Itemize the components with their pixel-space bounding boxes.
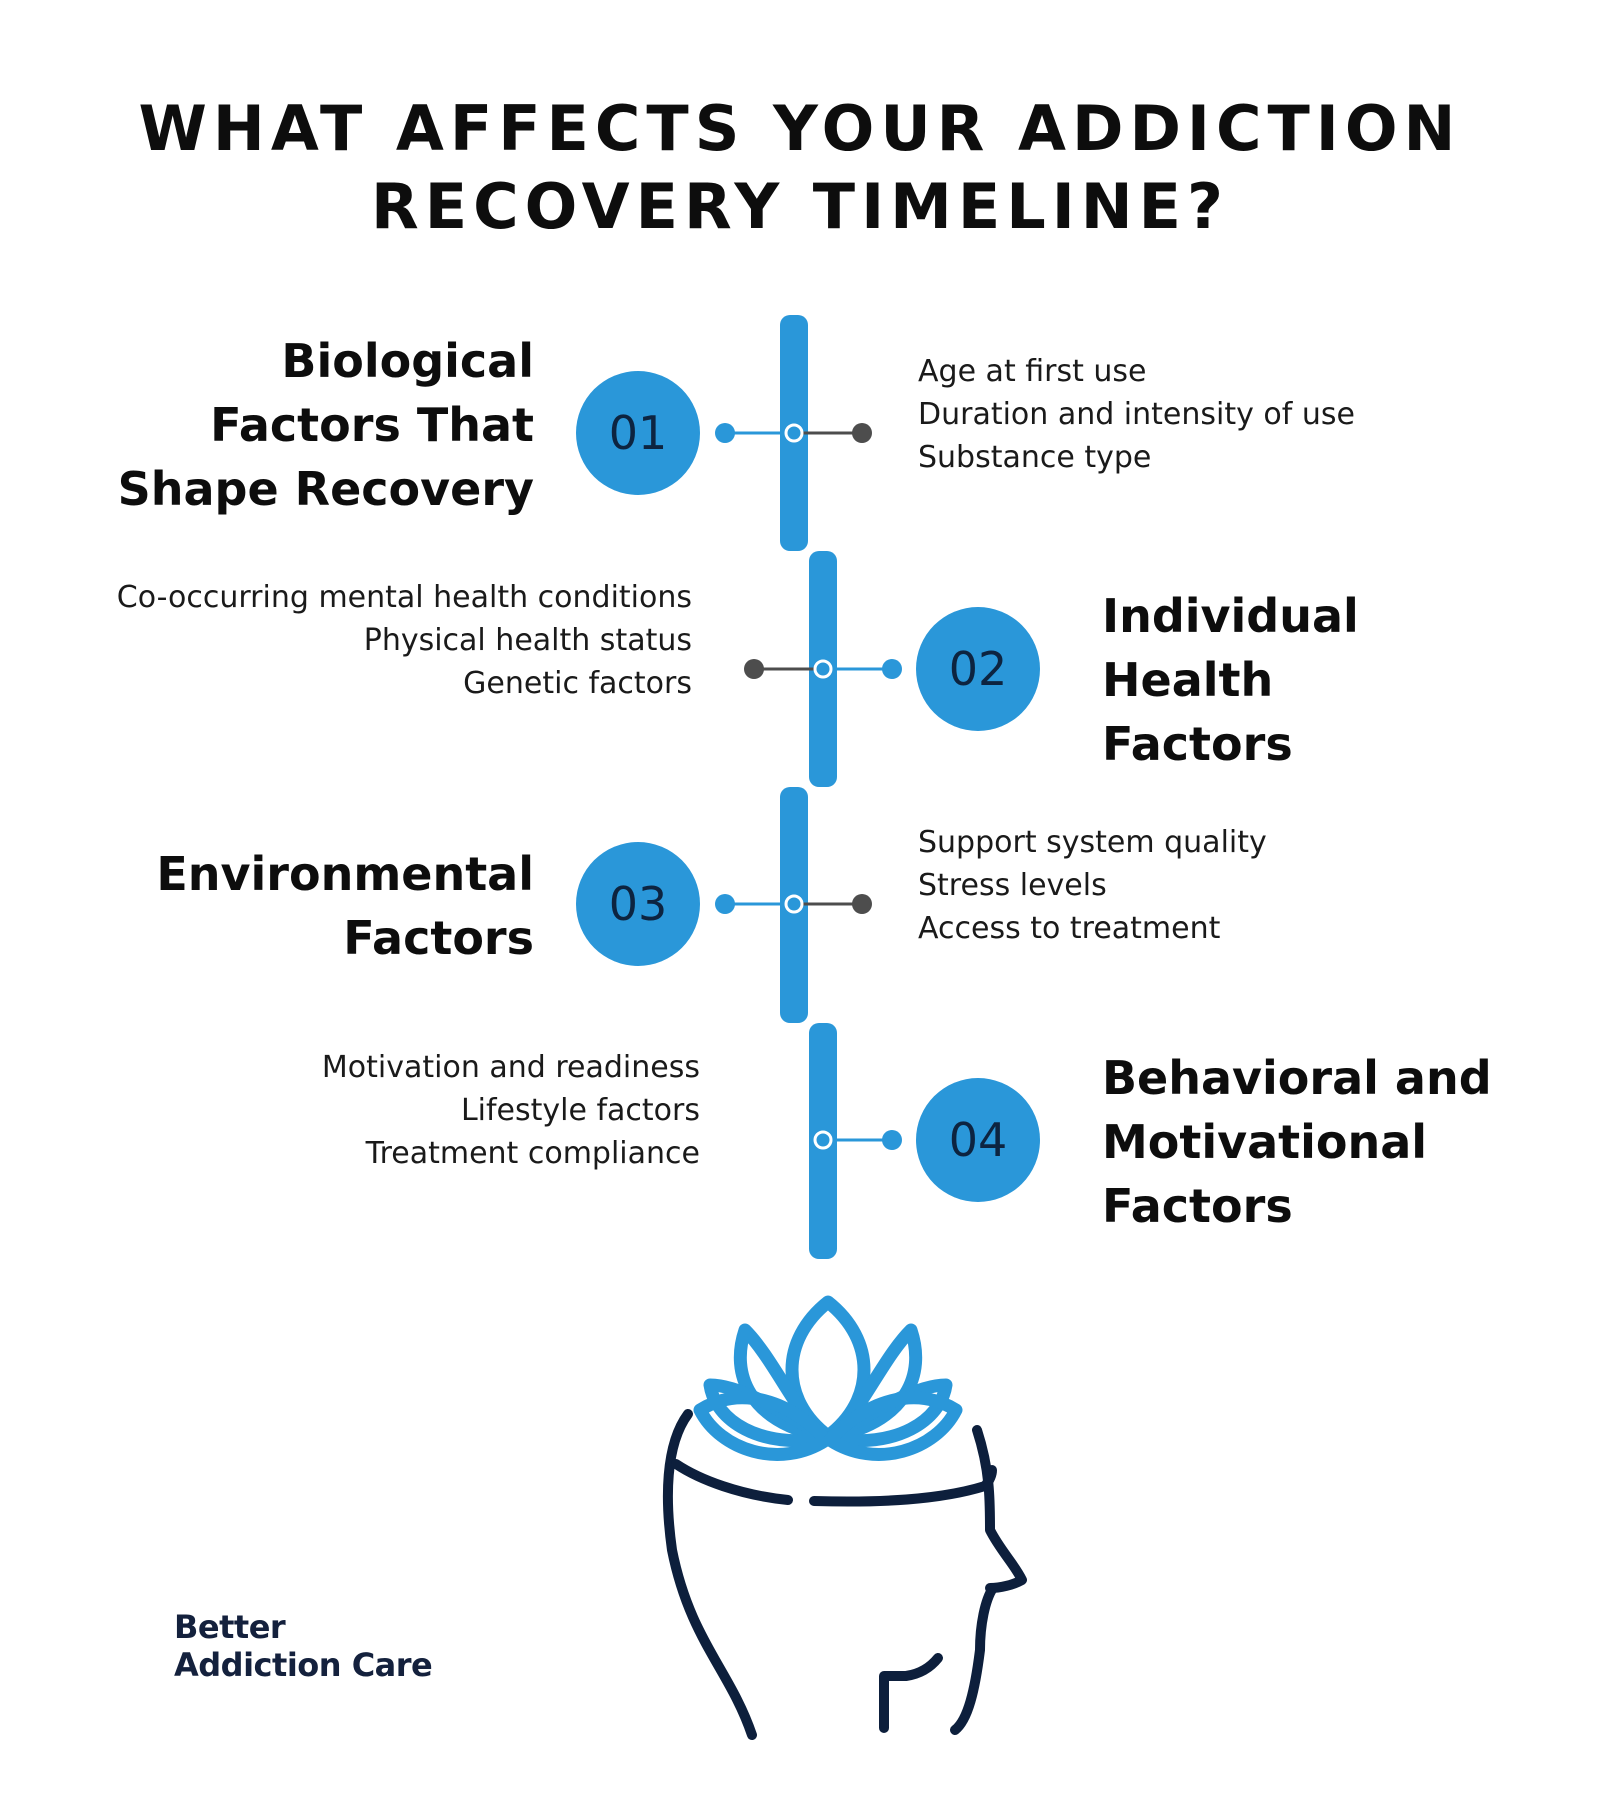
step-3-item-3: Access to treatment xyxy=(918,911,1221,946)
step-2-heading-line-3: Factors xyxy=(1102,717,1293,771)
step-1-heading-line-1: Biological xyxy=(281,334,534,388)
step-4-items: Motivation and readiness Lifestyle facto… xyxy=(322,1046,700,1175)
step-3-heading-line-2: Factors xyxy=(343,911,534,965)
page-title: WHAT AFFECTS YOUR ADDICTION RECOVERY TIM… xyxy=(0,90,1600,246)
step-1-items: Age at first use Duration and intensity … xyxy=(918,350,1355,479)
step-3-item-1: Support system quality xyxy=(918,825,1267,860)
title-line-2: RECOVERY TIMELINE? xyxy=(371,170,1229,243)
step-4-heading-line-1: Behavioral and xyxy=(1102,1051,1492,1105)
step-1-item-1: Age at first use xyxy=(918,354,1147,389)
step-1-connector xyxy=(715,423,872,443)
title-line-1: WHAT AFFECTS YOUR ADDICTION xyxy=(138,92,1462,165)
step-2-heading-line-2: Health xyxy=(1102,653,1274,707)
step-3-badge: 03 xyxy=(576,842,700,966)
step-2-heading-line-1: Individual xyxy=(1102,589,1359,643)
logo-line-2: Addiction Care xyxy=(174,1646,433,1684)
step-4-heading: Behavioral and Motivational Factors xyxy=(1102,1046,1492,1238)
head-silhouette-icon xyxy=(662,1409,1027,1740)
step-1-heading-line-3: Shape Recovery xyxy=(117,462,534,516)
step-2-heading: Individual Health Factors xyxy=(1102,584,1359,776)
step-4-connector xyxy=(813,1130,902,1150)
step-4-number: 04 xyxy=(949,1113,1008,1167)
step-4-item-1: Motivation and readiness xyxy=(321,1050,700,1085)
step-2-number: 02 xyxy=(949,642,1008,696)
step-3-heading: Environmental Factors xyxy=(156,842,534,970)
step-2-item-3: Genetic factors xyxy=(463,666,692,701)
step-3-items: Support system quality Stress levels Acc… xyxy=(918,821,1267,950)
step-3-connector xyxy=(715,894,872,914)
step-2-connector xyxy=(744,659,902,679)
step-1-heading: Biological Factors That Shape Recovery xyxy=(118,329,534,521)
step-4-heading-line-3: Factors xyxy=(1102,1179,1293,1233)
step-4-item-2: Lifestyle factors xyxy=(460,1093,700,1128)
step-2-items: Co-occurring mental health conditions Ph… xyxy=(117,576,692,705)
brand-logo: Better Addiction Care xyxy=(174,1608,433,1684)
step-2-badge: 02 xyxy=(916,607,1040,731)
step-2-item-2: Physical health status xyxy=(363,623,692,658)
step-1-item-2: Duration and intensity of use xyxy=(918,397,1355,432)
step-4-heading-line-2: Motivational xyxy=(1102,1115,1428,1169)
logo-line-1: Better xyxy=(174,1608,286,1646)
step-2-item-1: Co-occurring mental health conditions xyxy=(116,580,692,615)
step-3-item-2: Stress levels xyxy=(918,868,1107,903)
step-1-heading-line-2: Factors That xyxy=(210,398,534,452)
step-3-heading-line-1: Environmental xyxy=(156,847,534,901)
step-4-badge: 04 xyxy=(916,1078,1040,1202)
step-1-badge: 01 xyxy=(576,371,700,495)
lotus-icon xyxy=(693,1295,963,1461)
step-3-number: 03 xyxy=(609,877,668,931)
step-4-item-3: Treatment compliance xyxy=(365,1136,700,1171)
step-1-number: 01 xyxy=(609,406,668,460)
step-1-item-3: Substance type xyxy=(918,440,1152,475)
